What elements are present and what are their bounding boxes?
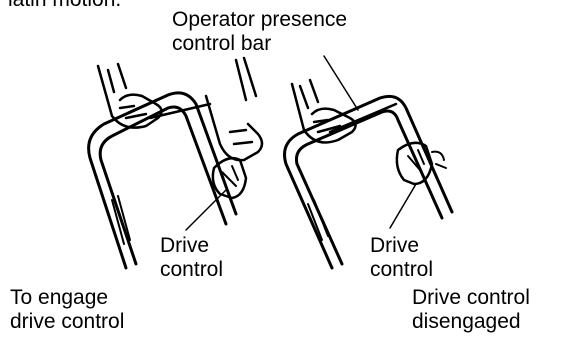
drive-control-right-line-2: control [370, 258, 433, 281]
cut-off-top-text: latin motion. [8, 0, 121, 12]
operator-bar-leader [324, 56, 358, 110]
drive-control-right-line-1: Drive [370, 234, 419, 257]
right-drive-control-leader [390, 184, 416, 228]
to-engage-line-1: To engage [10, 286, 108, 309]
disengaged-line-2: disengaged [412, 310, 521, 333]
drive-control-left-line-2: control [160, 258, 223, 281]
operator-presence-label: Operator presence control bar [172, 8, 347, 56]
left-hand-lower [206, 58, 262, 160]
disengaged-line-1: Drive control [412, 286, 530, 309]
operator-presence-line-2: control bar [172, 32, 271, 55]
drive-control-label-right: Drive control [370, 234, 433, 282]
to-engage-line-2: drive control [10, 310, 124, 333]
disengaged-caption: Drive control disengaged [412, 286, 530, 334]
drive-control-label-left: Drive control [160, 234, 223, 282]
drive-control-left-line-1: Drive [160, 234, 209, 257]
right-control-bar [330, 104, 396, 132]
operator-presence-line-1: Operator presence [172, 8, 347, 31]
to-engage-caption: To engage drive control [10, 286, 124, 334]
